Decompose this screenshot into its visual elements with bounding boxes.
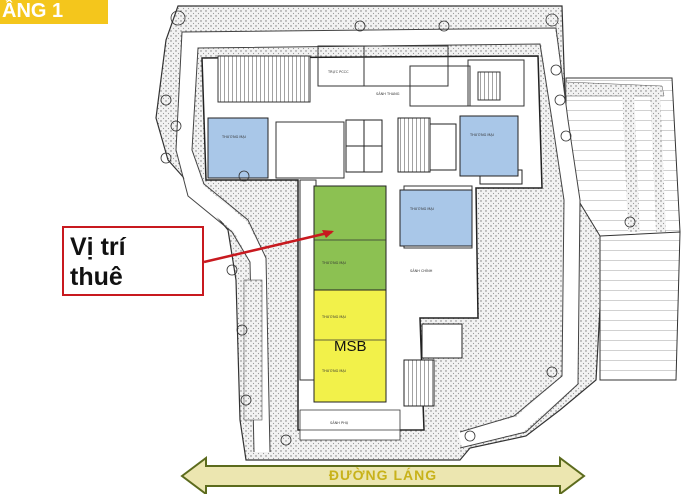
- msb-tenant-label: MSB: [334, 338, 367, 355]
- svg-text:SẢNH CHÍNH: SẢNH CHÍNH: [410, 268, 433, 273]
- street-arrow: [180, 456, 586, 494]
- floor-label-tag: ẦNG 1: [0, 0, 108, 24]
- svg-text:THƯƠNG MẠI: THƯƠNG MẠI: [321, 369, 346, 373]
- svg-text:THƯƠNG MẠI: THƯƠNG MẠI: [321, 261, 346, 265]
- msb-unit-yellow: [313, 289, 387, 403]
- right-parking-wing: [565, 77, 681, 381]
- callout-pointer-line: [203, 230, 333, 264]
- svg-text:TRỰC PCCC: TRỰC PCCC: [327, 70, 349, 74]
- entrance-canopy: [299, 409, 420, 441]
- svg-text:THƯƠNG MẠI: THƯƠNG MẠI: [321, 315, 346, 319]
- svg-text:SẢNH THANG: SẢNH THANG: [376, 91, 400, 96]
- blue-rooms: [207, 115, 519, 247]
- top-rooms: [217, 45, 525, 107]
- svg-text:THƯƠNG MẠI: THƯƠNG MẠI: [221, 135, 246, 139]
- svg-text:SẢNH PHỤ: SẢNH PHỤ: [330, 420, 349, 425]
- svg-text:THƯƠNG MẠI: THƯƠNG MẠI: [469, 133, 494, 137]
- callout-line-1: Vị trí: [70, 233, 126, 261]
- rented-unit-green: [313, 185, 387, 291]
- floor-label-text: ẦNG 1: [2, 0, 64, 22]
- street-name-label: ĐƯỜNG LÁNG: [328, 467, 438, 483]
- room-labels: TRỰC PCCC SẢNH THANG THƯƠNG MẠI THƯƠNG M…: [221, 70, 494, 425]
- svg-text:THƯƠNG MẠI: THƯƠNG MẠI: [409, 207, 434, 211]
- callout-arrowhead: [322, 230, 334, 238]
- callout-line-2: thuê: [70, 263, 123, 291]
- driveway: [175, 27, 581, 453]
- left-planter: [243, 279, 263, 421]
- building-core: [345, 117, 523, 407]
- trees: [160, 10, 636, 446]
- rental-location-callout: Vị trí thuê: [62, 226, 204, 296]
